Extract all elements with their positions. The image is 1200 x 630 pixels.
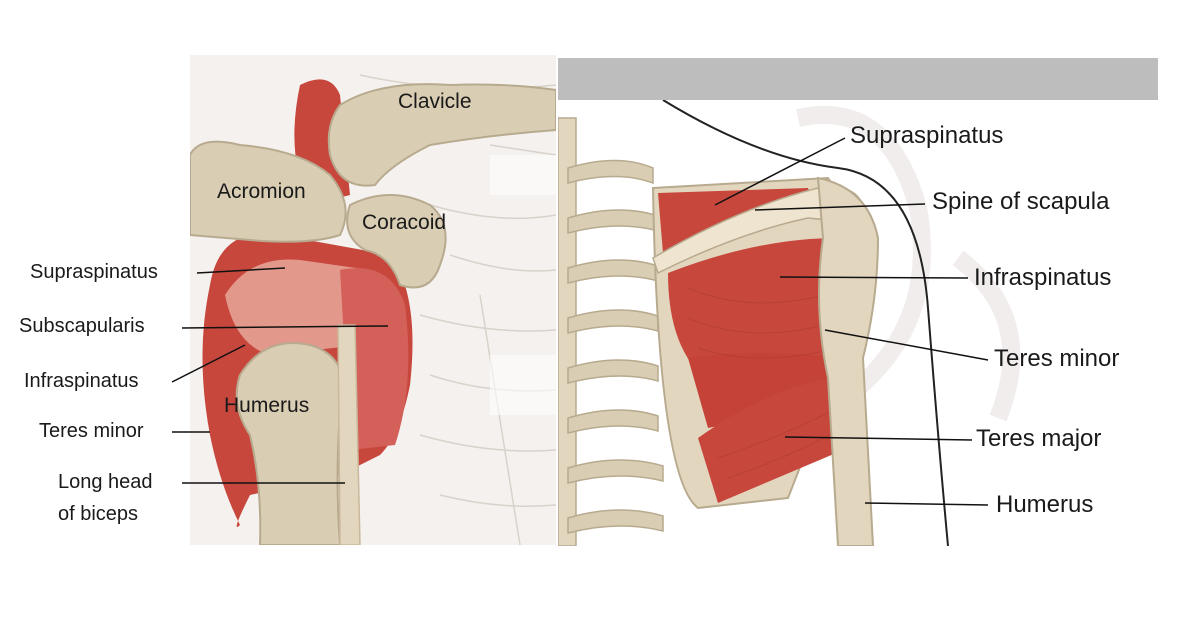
- label-coracoid: Coracoid: [362, 211, 447, 234]
- anterior-shoulder-art: [190, 74, 556, 545]
- label-left-supraspinatus: Supraspinatus: [30, 261, 158, 283]
- label-right-infraspinatus: Infraspinatus: [974, 264, 1112, 291]
- label-acromion: Acromion: [217, 180, 306, 203]
- label-right-supraspinatus: Supraspinatus: [850, 122, 1004, 149]
- header-bar: [558, 58, 1158, 100]
- label-left-subscapularis: Subscapularis: [19, 315, 145, 337]
- label-long-head-line1: Long head: [58, 471, 153, 493]
- label-right-humerus: Humerus: [996, 491, 1094, 518]
- label-clavicle: Clavicle: [398, 90, 472, 113]
- label-long-head-line2: of biceps: [58, 503, 139, 525]
- label-left-humerus: Humerus: [224, 394, 310, 417]
- label-right-teres-major: Teres major: [976, 425, 1102, 452]
- label-left-infraspinatus: Infraspinatus: [24, 370, 139, 392]
- label-left-teres-minor: Teres minor: [39, 420, 144, 442]
- label-right-spine-of-scapula: Spine of scapula: [932, 188, 1110, 215]
- anterior-shoulder-illustration: [190, 55, 556, 545]
- posterior-shoulder-illustration: [558, 58, 1158, 546]
- label-right-teres-minor: Teres minor: [994, 345, 1120, 372]
